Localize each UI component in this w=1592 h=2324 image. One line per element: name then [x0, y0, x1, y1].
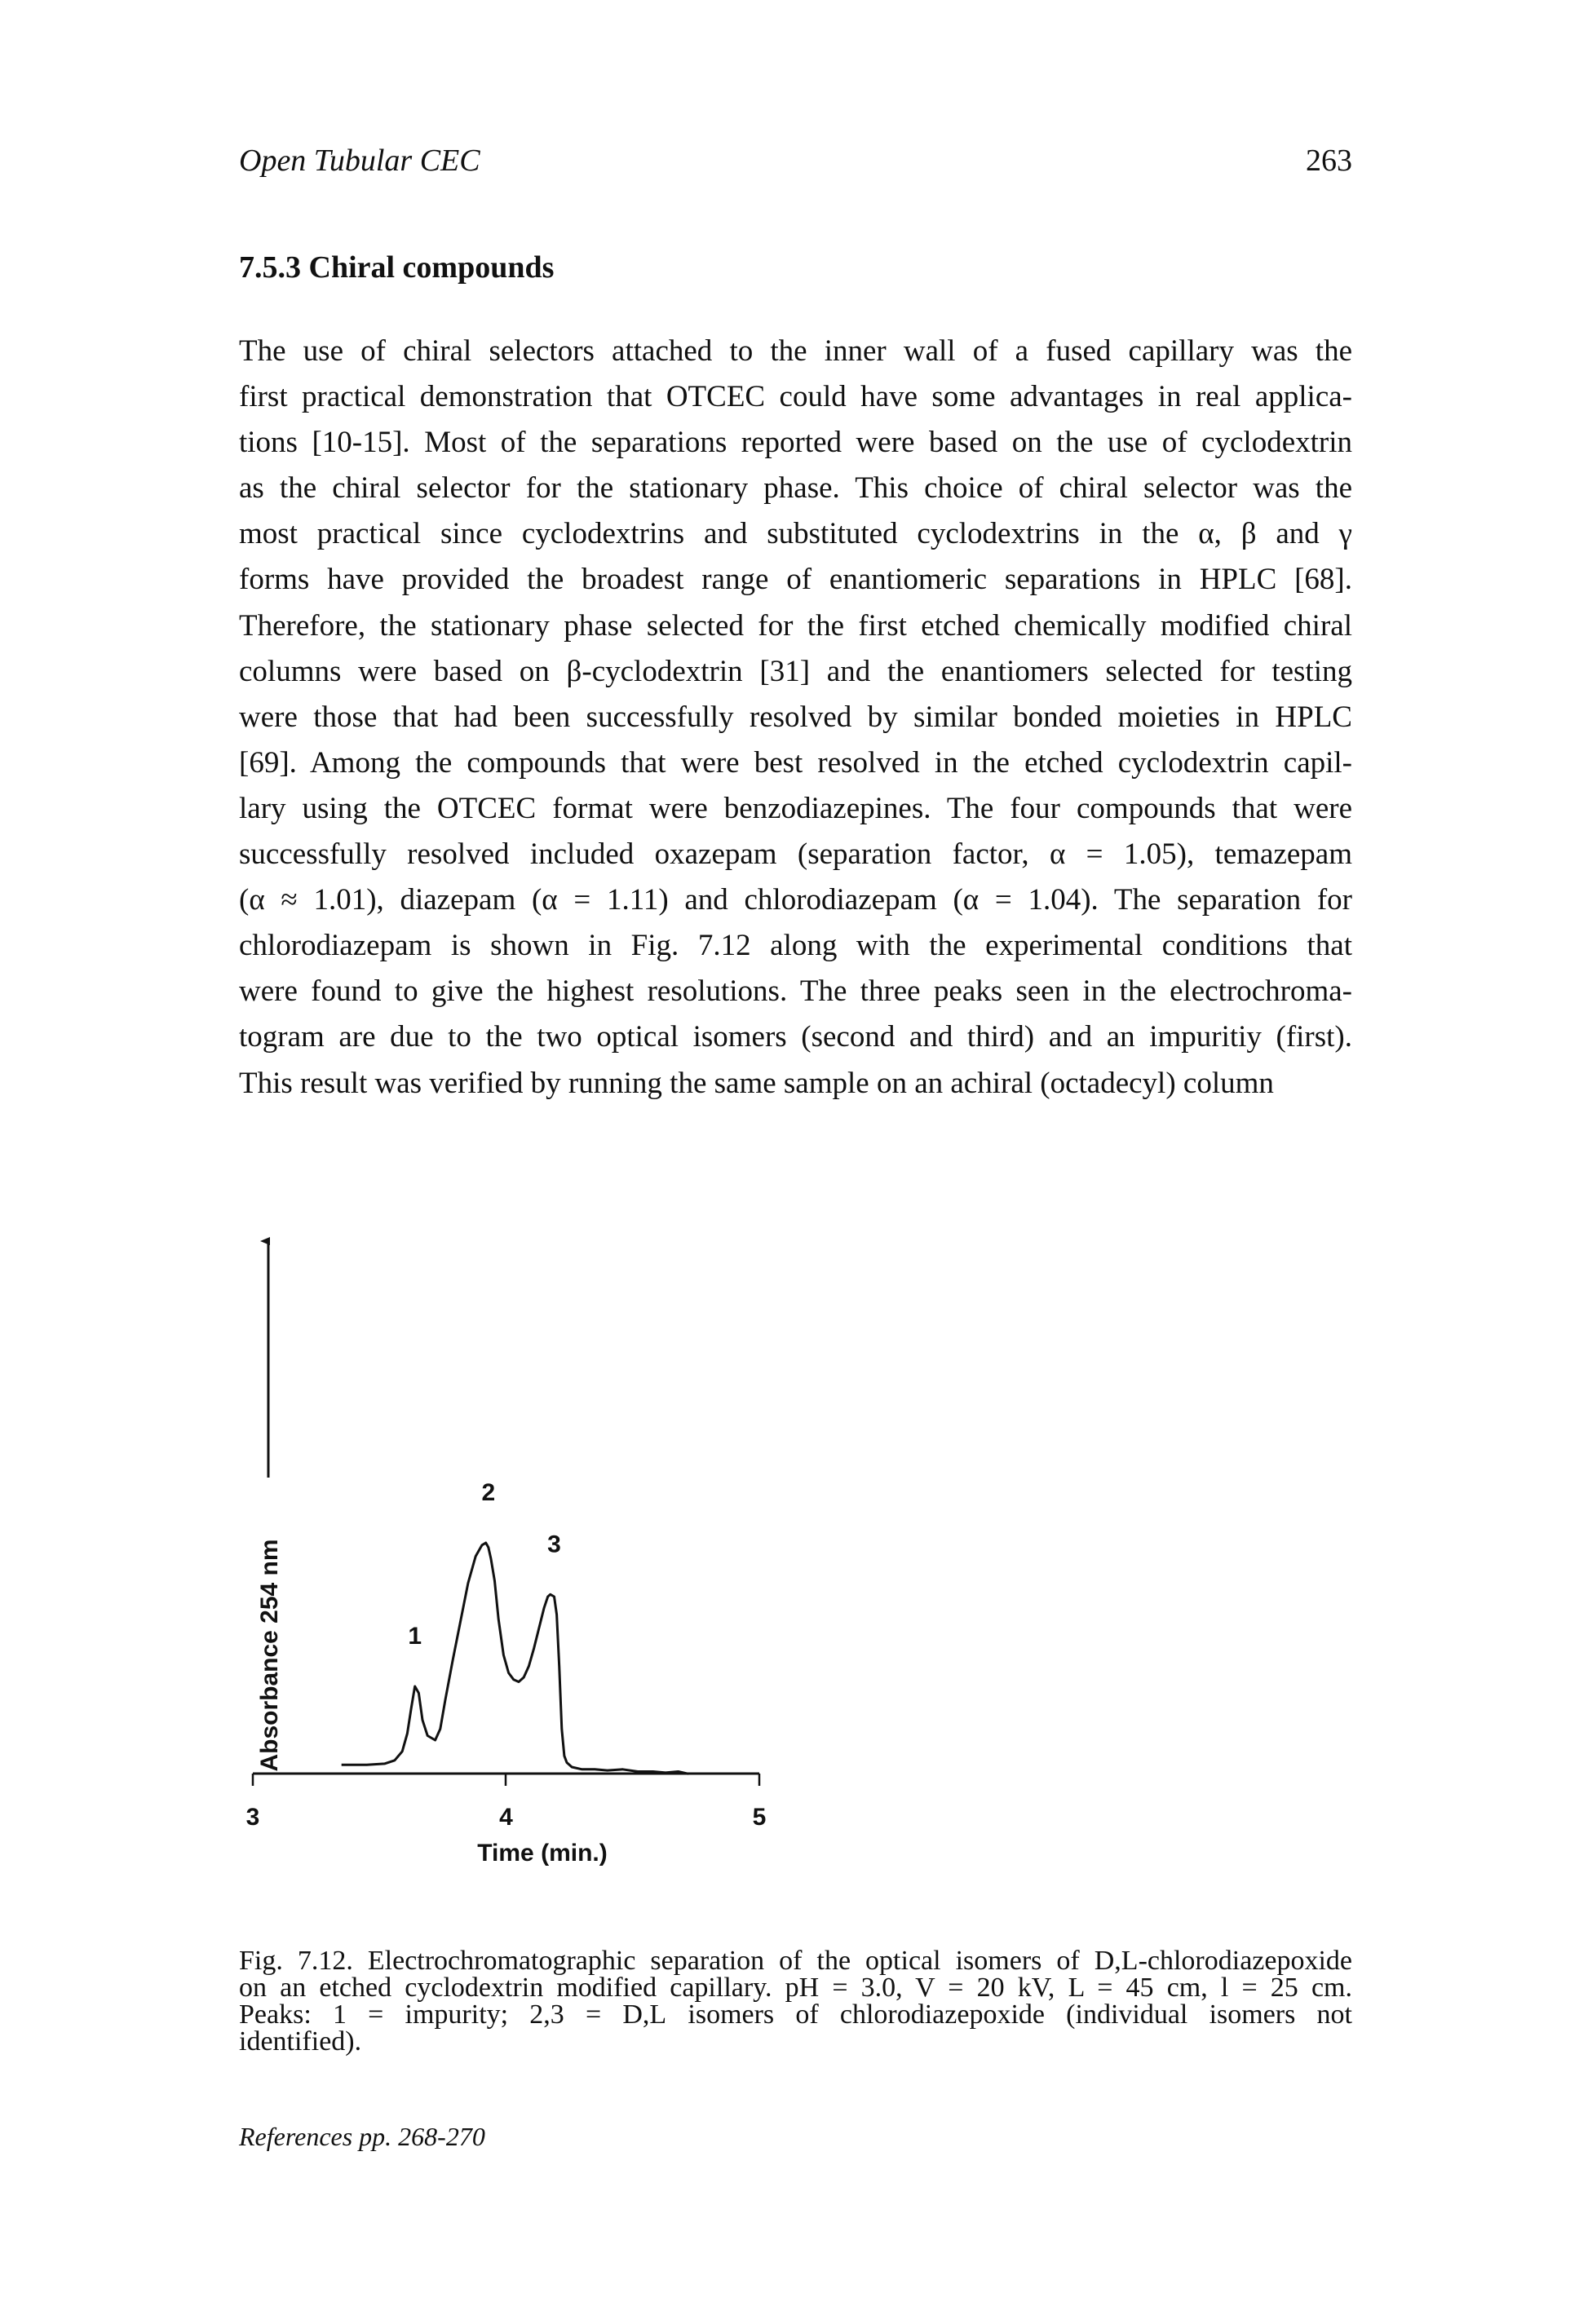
- caption-text: isomers of chlorodiazepoxide (individual…: [666, 1999, 1352, 2030]
- peak-label-3: 3: [547, 1531, 561, 1557]
- caption-line: on an etched cyclodextrin modified capil…: [239, 1973, 1352, 2003]
- body-line: columns were based on β-cyclodextrin [31…: [239, 654, 1352, 688]
- chromatogram-trace: [341, 1541, 689, 1775]
- body-line: togram are due to the two optical isomer…: [239, 1020, 1352, 1054]
- body-line: (α ≈ 1.01), diazepam (α = 1.11) and chlo…: [239, 883, 1352, 917]
- body-line: lary using the OTCEC format were benzodi…: [239, 791, 1352, 825]
- caption-text: -chlorodiazepoxide: [1138, 1946, 1352, 1976]
- x-axis: [251, 1772, 761, 1786]
- page-number: 263: [1306, 144, 1352, 178]
- body-line: This result was verified by running the …: [239, 1066, 1274, 1100]
- caption-text: Fig. 7.12. Electrochromatographic separa…: [239, 1946, 1094, 1976]
- body-line: as the chiral selector for the stationar…: [239, 471, 1352, 506]
- section-heading: 7.5.3 Chiral compounds: [239, 250, 555, 285]
- body-line: tions [10-15]. Most of the separations r…: [239, 426, 1352, 460]
- body-line: were those that had been successfully re…: [239, 700, 1352, 734]
- caption-text: Peaks: 1 = impurity; 2,3 =: [239, 1999, 623, 2030]
- body-line: first practical demonstration that OTCEC…: [239, 380, 1352, 414]
- body-line: were found to give the highest resolutio…: [239, 974, 1352, 1009]
- peak-label-1: 1: [408, 1623, 422, 1650]
- small-caps-text: D,L: [622, 1999, 667, 2030]
- x-tick-label: 4: [499, 1804, 513, 1831]
- body-line: successfully resolved included oxazepam …: [239, 837, 1352, 872]
- body-line: The use of chiral selectors attached to …: [239, 334, 1352, 368]
- x-tick-label: 3: [246, 1804, 260, 1831]
- peak-label-2: 2: [481, 1479, 495, 1506]
- body-paragraph: The use of chiral selectors attached to …: [239, 329, 1352, 1107]
- caption-text: on an etched cyclodextrin modified capil…: [239, 1973, 1352, 2003]
- body-line: Therefore, the stationary phase selected…: [239, 608, 1352, 643]
- caption-line: Fig. 7.12. Electrochromatographic separa…: [239, 1946, 1352, 1976]
- x-axis-label: Time (min.): [477, 1840, 607, 1867]
- figure-7-12: Absorbance 254 nm 1 2 3 3 4 5 Time (min.): [228, 1223, 799, 1916]
- body-line: [69]. Among the compounds that were best…: [239, 745, 1352, 780]
- caption-text: identified).: [239, 2026, 362, 2057]
- running-head: Open Tubular CEC 263: [239, 145, 1352, 176]
- chromatogram-chart: Absorbance 254 nm 1 2 3 3 4 5 Time (min.): [246, 1237, 767, 1867]
- body-line: forms have provided the broadest range o…: [239, 563, 1352, 597]
- caption-line: Peaks: 1 = impurity; 2,3 = D,L isomers o…: [239, 1999, 1352, 2030]
- x-tick-label: 5: [753, 1804, 767, 1831]
- figure-caption: Fig. 7.12. Electrochromatographic separa…: [239, 1946, 1352, 2057]
- body-line: chlorodiazepam is shown in Fig. 7.12 alo…: [239, 929, 1352, 963]
- running-title: Open Tubular CEC: [239, 144, 480, 178]
- y-axis-label: Absorbance 254 nm: [256, 1539, 283, 1771]
- references-footer: References pp. 268-270: [239, 2122, 485, 2151]
- body-line: most practical since cyclodextrins and s…: [239, 517, 1352, 551]
- small-caps-text: D,L: [1094, 1946, 1139, 1976]
- caption-line: identified).: [239, 2026, 1352, 2057]
